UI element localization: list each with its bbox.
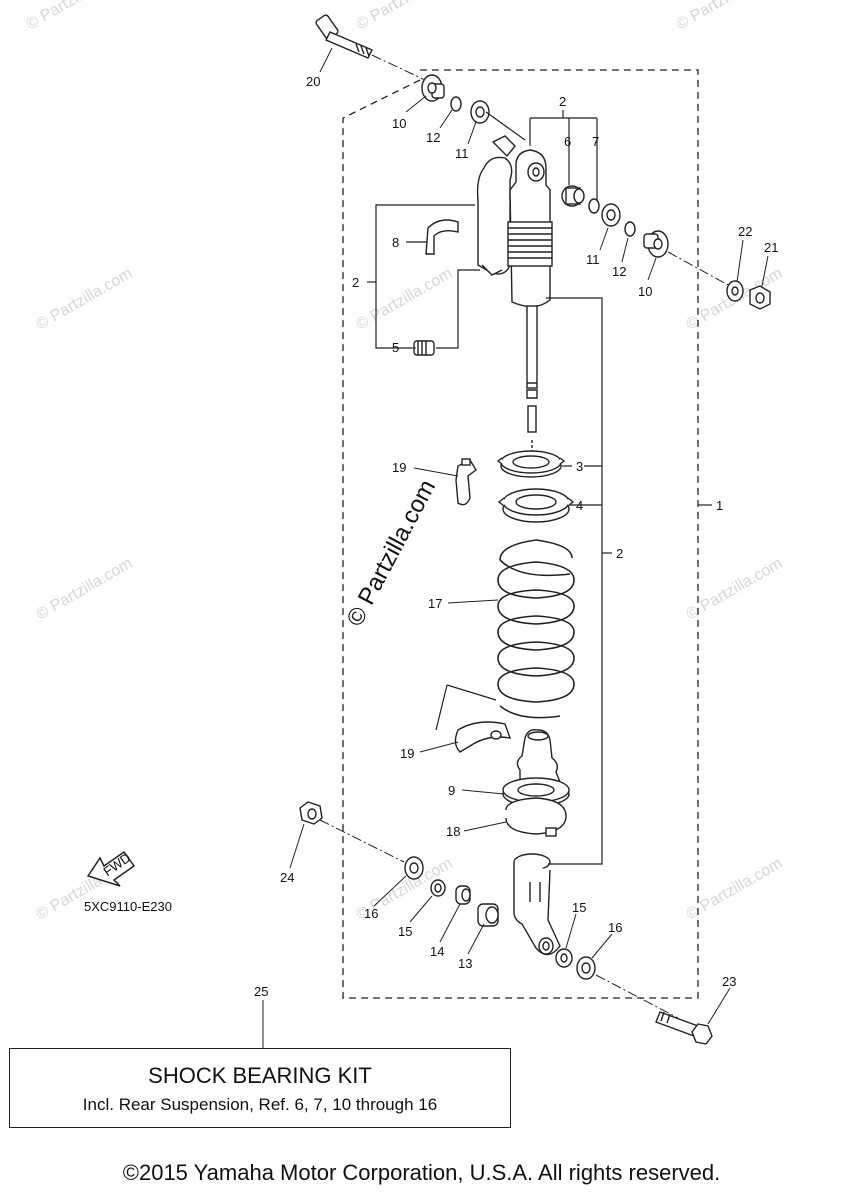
callout-16: 16: [364, 906, 378, 921]
callout-15: 15: [572, 900, 586, 915]
callout-14: 14: [430, 944, 444, 959]
callout-4: 4: [576, 498, 583, 513]
callout-6: 6: [564, 134, 571, 149]
assembly-boundary: [342, 69, 699, 999]
bump-rubber-9: [516, 728, 561, 791]
adjuster-nut-4: [497, 488, 575, 523]
kit-note-box: SHOCK BEARING KIT Incl. Rear Suspension,…: [9, 1048, 511, 1128]
callout-25: 25: [254, 984, 268, 999]
washer-16-left: [404, 856, 424, 880]
callout-7: 7: [592, 134, 599, 149]
washer-16-right: [576, 956, 596, 980]
nut-24: [299, 801, 323, 825]
axis-line: [319, 819, 405, 863]
callout-10: 10: [392, 116, 406, 131]
callout-10: 10: [638, 284, 652, 299]
guide-18: [502, 777, 570, 837]
callout-5: 5: [392, 340, 399, 355]
watermark-text: © Partzilla.com: [354, 265, 456, 334]
callout-12: 12: [426, 130, 440, 145]
watermark-text: © Partzilla.com: [34, 555, 136, 624]
seal-11-top: [470, 100, 490, 124]
bearing-13: [477, 903, 499, 927]
callout-21: 21: [764, 240, 778, 255]
callout-8: 8: [392, 235, 399, 250]
collar-10-top: [421, 74, 445, 102]
callout-9: 9: [448, 783, 455, 798]
spring-17: [497, 539, 575, 719]
watermark-text: © Partzilla.com: [354, 0, 456, 33]
callout-15: 15: [398, 924, 412, 939]
copyright-text: ©2015 Yamaha Motor Corporation, U.S.A. A…: [122, 1160, 721, 1185]
diagram-code: 5XC9110-E230: [84, 899, 172, 914]
axis-line: [595, 974, 679, 1019]
axis-line: [371, 54, 426, 81]
leader-lines: [262, 47, 769, 1048]
callout-20: 20: [306, 74, 320, 89]
bushing-6: [561, 185, 585, 207]
callout-12: 12: [612, 264, 626, 279]
watermark-text: © Partzilla.com: [34, 265, 136, 334]
collar-15-left: [430, 879, 446, 897]
bushing-14: [455, 885, 471, 905]
callout-11: 11: [586, 252, 600, 267]
lower-eye: [513, 853, 561, 956]
kit-subtitle: Incl. Rear Suspension, Ref. 6, 7, 10 thr…: [82, 1095, 438, 1114]
oring-12-right: [624, 221, 636, 237]
axis-line: [667, 251, 731, 287]
band-8: [425, 219, 459, 255]
callout-16: 16: [608, 920, 622, 935]
callout-18: 18: [446, 824, 460, 839]
nut-21: [749, 285, 771, 310]
kit-title: SHOCK BEARING KIT: [148, 1063, 372, 1088]
seal-11-right: [601, 203, 621, 227]
damper-body: [507, 149, 553, 308]
bolt-23: [655, 1011, 713, 1045]
watermark-text: © Partzilla.com: [674, 0, 776, 33]
clip-19-top: [455, 458, 477, 506]
bracket-top: [485, 110, 598, 200]
lock-nut-3: [496, 450, 566, 478]
bolt-5: [413, 340, 435, 356]
callout-19: 19: [400, 746, 414, 761]
callout-19: 19: [392, 460, 406, 475]
callout-11: 11: [455, 146, 469, 161]
oring-7: [588, 198, 600, 214]
bracket-left: [367, 204, 480, 349]
callout-3: 3: [576, 459, 583, 474]
callout-22: 22: [738, 224, 752, 239]
clip-guide-lines: [435, 684, 497, 731]
watermark-text: © Partzilla.com: [24, 0, 126, 33]
watermark-text: © Partzilla.com: [684, 555, 786, 624]
callout-17: 17: [428, 596, 442, 611]
callout-24: 24: [280, 870, 294, 885]
collar-10-right: [643, 230, 669, 258]
callouts: 20 10 12 11 2 6 7 8 2 5 11 12 10 22 21 1…: [254, 74, 778, 999]
washer-22: [726, 280, 744, 302]
collar-15-right: [555, 948, 573, 968]
callout-2: 2: [559, 94, 566, 109]
callout-2: 2: [352, 275, 359, 290]
watermark-center: © Partzilla.com: [341, 475, 441, 630]
watermark-text: © Partzilla.com: [684, 855, 786, 924]
oring-12-top: [450, 96, 462, 112]
callout-13: 13: [458, 956, 472, 971]
callout-23: 23: [722, 974, 736, 989]
callout-2: 2: [616, 546, 623, 561]
clip-19-bottom: [454, 721, 512, 753]
callout-1: 1: [716, 498, 723, 513]
damper-rod: [526, 305, 538, 458]
bolt-20: [315, 14, 373, 59]
bracket-right: [546, 297, 712, 865]
